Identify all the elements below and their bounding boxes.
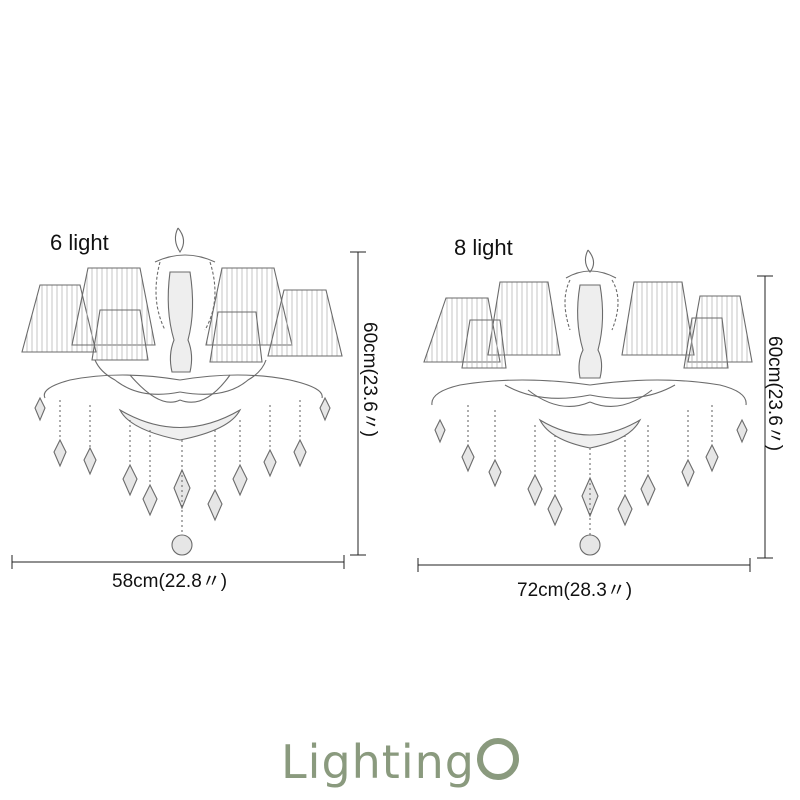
dimension-lines-8-light: [417, 275, 773, 572]
dimension-lines-6-light: [11, 251, 366, 569]
width-label-6-light: 58cm(22.8〃): [112, 571, 228, 592]
brand-logo: Lighting: [0, 735, 800, 789]
brand-logo-o-mark: [476, 738, 519, 780]
chandelier-6-light: [21, 227, 343, 556]
brand-logo-wordmark: Lighting: [281, 735, 475, 789]
height-label-6-light: 60cm(23.6〃): [359, 322, 380, 438]
height-label-8-light: 60cm(23.6〃): [764, 336, 785, 452]
title-6-light: 6 light: [50, 230, 109, 255]
width-label-8-light: 72cm(28.3〃): [517, 580, 633, 601]
title-8-light: 8 light: [454, 235, 513, 260]
chandelier-8-light: [423, 249, 753, 556]
